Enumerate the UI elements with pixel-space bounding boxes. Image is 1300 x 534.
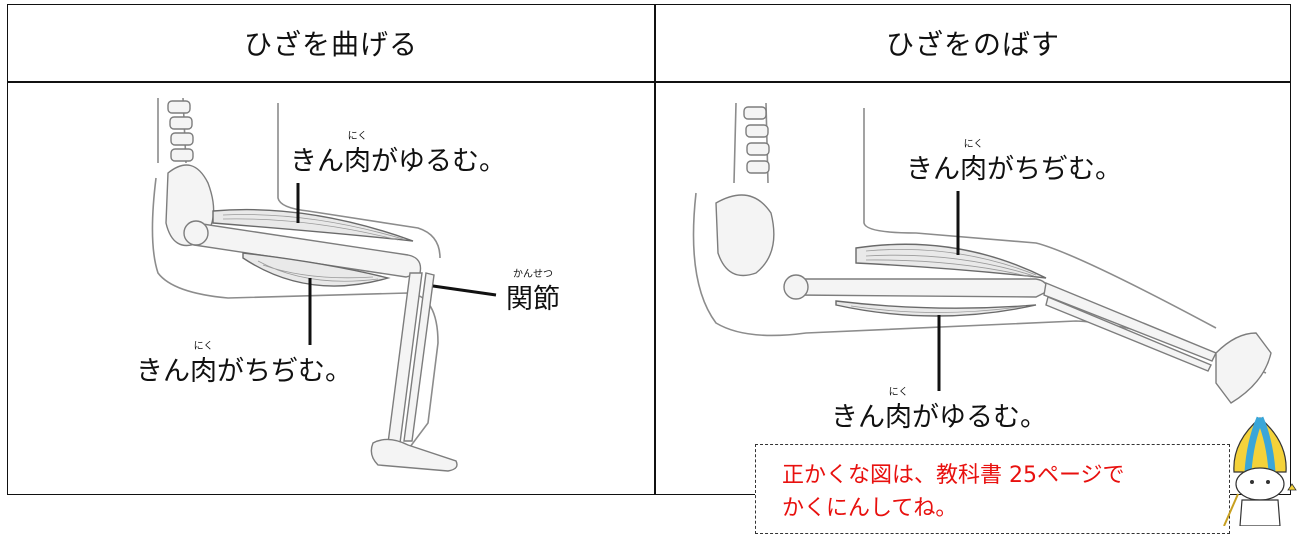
note-line-1: 正かくな図は、教科書 25ページで — [782, 463, 1125, 488]
column-divider — [654, 5, 656, 494]
header-knee-bend: ひざを曲げる — [243, 28, 418, 61]
comparison-table: ひざを曲げる ひざをのばす — [7, 4, 1291, 495]
spine-illustration — [157, 97, 194, 164]
spine-illustration — [733, 102, 770, 184]
fibula-bone — [403, 272, 435, 442]
thigh-top-muscle — [212, 208, 414, 242]
tibia-bone — [1043, 282, 1217, 362]
thigh-top-muscle — [855, 243, 1047, 279]
fibula-bone — [1045, 296, 1212, 372]
textbook-note: 正かくな図は、教科書 25ページで かくにんしてね。 — [755, 444, 1230, 534]
pelvis-shape — [715, 194, 775, 277]
femur-bone — [795, 278, 1049, 298]
label-joint: かんせつ関節 — [506, 269, 560, 315]
bent-leg-drawing — [151, 97, 497, 472]
pointer-joint — [432, 284, 497, 297]
foot-bones — [1215, 332, 1272, 404]
panel-knee-extend: きんにく肉がちぢむ。 きんにく肉がゆるむ。 — [656, 83, 1290, 494]
thigh-bottom-muscle — [835, 300, 1037, 317]
header-divider — [8, 81, 1290, 83]
label-muscle-relaxes: きんにく肉がゆるむ。 — [290, 131, 506, 177]
note-line-2: かくにんしてね。 — [782, 496, 958, 521]
mascot-character — [1223, 416, 1297, 526]
foot-bones — [370, 438, 458, 472]
panel-knee-bend: きんにく肉がゆるむ。 かんせつ関節 きんにく肉がちぢむ。 — [8, 83, 654, 494]
label-muscle-contracts: きんにく肉がちぢむ。 — [136, 341, 352, 387]
label-muscle-relaxes: きんにく肉がゆるむ。 — [831, 387, 1047, 433]
header-knee-extend: ひざをのばす — [885, 28, 1060, 61]
extended-leg-drawing — [692, 102, 1272, 404]
label-muscle-contracts: きんにく肉がちぢむ。 — [906, 139, 1122, 185]
